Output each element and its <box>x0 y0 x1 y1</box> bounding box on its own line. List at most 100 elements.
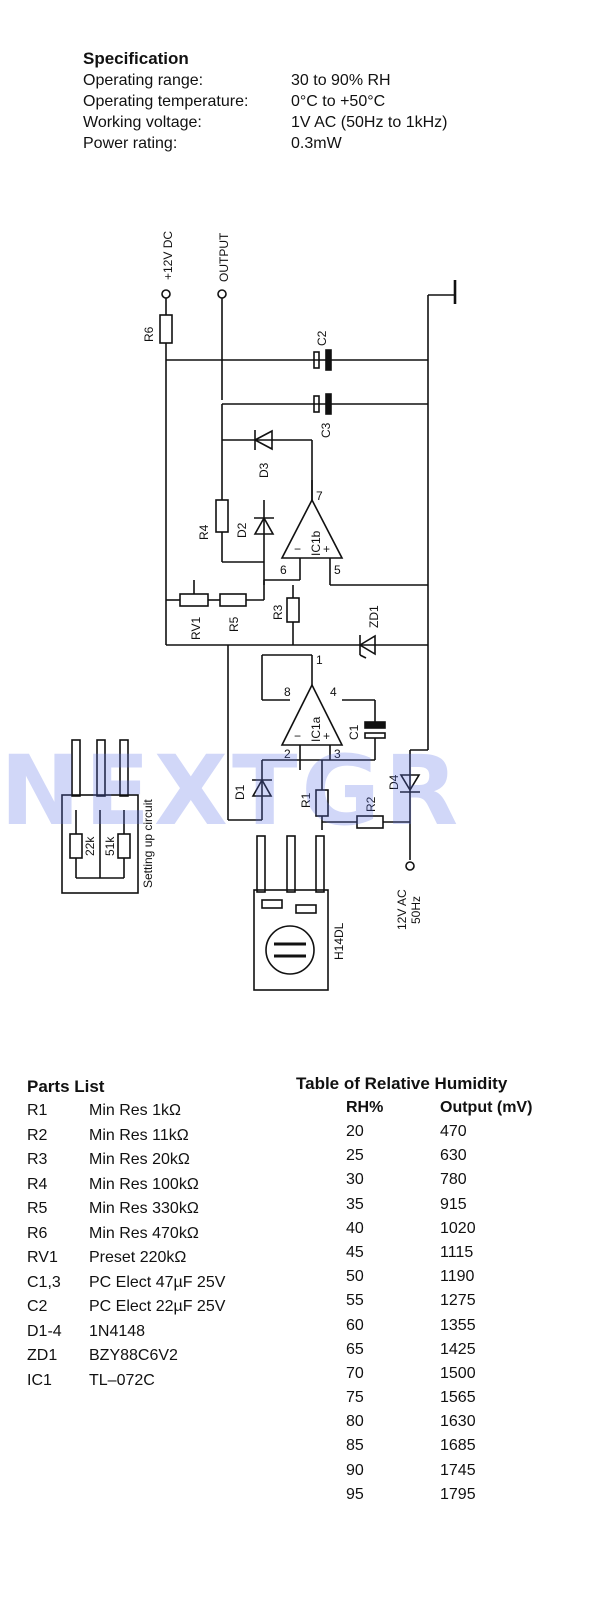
spec-value: 30 to 90% RH <box>291 72 391 89</box>
label-r2: R2 <box>364 796 378 812</box>
rh-value: 50 <box>346 1268 364 1286</box>
spec-row: Power rating:0.3mW <box>83 133 543 154</box>
part-ref: C1,3 <box>27 1273 61 1291</box>
part-desc: Min Res 330kΩ <box>89 1200 199 1217</box>
part-desc: 1N4148 <box>89 1322 146 1340</box>
part-desc: TL–072C <box>89 1371 155 1389</box>
part-row: R3 Min Res 20kΩ <box>27 1148 297 1173</box>
rh-value: 80 <box>346 1413 364 1431</box>
rh-value: 75 <box>346 1389 364 1407</box>
rh-value: 55 <box>346 1292 364 1310</box>
part-ref: IC1 <box>27 1371 52 1389</box>
label-c3: C3 <box>319 422 333 438</box>
label-r5: R5 <box>227 616 241 632</box>
label-supply: +12V DC <box>161 231 175 280</box>
output-terminal <box>217 289 227 299</box>
spec-label: Working voltage: <box>83 114 202 131</box>
label-d4: D4 <box>387 774 401 790</box>
label-d1: D1 <box>233 784 247 800</box>
output-value: 1355 <box>440 1316 476 1334</box>
column-header-output: Output (mV) <box>440 1099 533 1116</box>
output-value: 780 <box>440 1171 467 1189</box>
spec-row: Operating temperature: 0°C to +50°C <box>83 91 543 112</box>
rh-value: 25 <box>346 1147 364 1165</box>
output-value: 1565 <box>440 1389 476 1407</box>
spec-label: Operating range: <box>83 72 204 89</box>
label-pin4: 4 <box>330 685 337 699</box>
label-setup-caption: Setting up circuit <box>141 799 155 888</box>
label-d2: D2 <box>235 522 249 538</box>
circuit-schematic: +12V DC OUTPUT R6 C2 C3 D3 R4 D2 IC1b 7 … <box>61 231 457 991</box>
label-ac-frequency: 50Hz <box>409 896 423 924</box>
label-c2: C2 <box>315 330 329 346</box>
label-r3: R3 <box>271 604 285 620</box>
output-value: 1275 <box>440 1292 476 1310</box>
label-pin5: 5 <box>334 563 341 577</box>
rh-value: 30 <box>346 1171 364 1189</box>
output-value: 1115 <box>440 1243 474 1261</box>
spec-value: 1V AC (50Hz to 1kHz) <box>291 114 448 131</box>
part-desc: Min Res 20kΩ <box>89 1151 190 1168</box>
label-c1: C1 <box>347 724 361 740</box>
part-desc: Min Res 470kΩ <box>89 1224 199 1242</box>
spec-value: 0°C to +50°C <box>291 93 386 110</box>
part-desc: PC Elect 47µF 25V <box>89 1273 226 1291</box>
table-row: 70 1500 <box>296 1362 556 1386</box>
specification-title: Specification <box>83 49 189 68</box>
spec-label: Power rating: <box>83 135 178 152</box>
rh-value: 90 <box>346 1461 364 1479</box>
part-desc: Min Res 11kΩ <box>89 1126 189 1144</box>
label-r6: R6 <box>142 326 156 342</box>
table-row: 45 1115 <box>296 1241 556 1265</box>
rh-value: 70 <box>346 1364 364 1382</box>
table-row: 55 1275 <box>296 1289 556 1313</box>
rh-value: 45 <box>346 1243 364 1261</box>
spec-row: Working voltage: 1V AC (50Hz to 1kHz) <box>83 112 543 133</box>
part-ref: R4 <box>27 1175 48 1193</box>
part-ref: R3 <box>27 1151 48 1168</box>
part-desc: Preset 220kΩ <box>89 1249 187 1266</box>
output-value: 915 <box>440 1195 467 1213</box>
table-row: 30 780 <box>296 1168 556 1192</box>
label-pin1: 1 <box>316 653 323 667</box>
spec-label: Operating temperature: <box>83 93 249 110</box>
ac-terminal <box>405 861 415 871</box>
label-setup-22k: 22k <box>83 836 97 856</box>
part-ref: R1 <box>27 1102 48 1119</box>
label-ic1a: IC1a <box>309 716 323 742</box>
rh-value: 65 <box>346 1340 364 1358</box>
rh-value: 85 <box>346 1437 364 1455</box>
label-rv1: RV1 <box>189 617 203 640</box>
label-ic1b-plus: + <box>323 542 330 556</box>
humidity-table: Table of Relative Humidity RH%Output (mV… <box>296 1072 556 1507</box>
output-value: 1500 <box>440 1364 476 1382</box>
label-ic1a-minus: − <box>294 729 301 743</box>
rh-value: 20 <box>346 1123 364 1140</box>
output-value: 1425 <box>440 1340 476 1358</box>
rh-value: 95 <box>346 1485 364 1503</box>
label-ic1b-minus: − <box>294 542 301 556</box>
parts-list-title: Parts List <box>27 1077 105 1096</box>
part-ref: C2 <box>27 1298 48 1315</box>
humidity-table-title: Table of Relative Humidity <box>296 1074 508 1093</box>
part-row: IC1 TL–072C <box>27 1369 297 1394</box>
part-desc: BZY88C6V2 <box>89 1347 178 1364</box>
part-row: C1,3 PC Elect 47µF 25V <box>27 1271 297 1296</box>
label-r4: R4 <box>197 524 211 540</box>
supply-terminal <box>161 289 171 299</box>
